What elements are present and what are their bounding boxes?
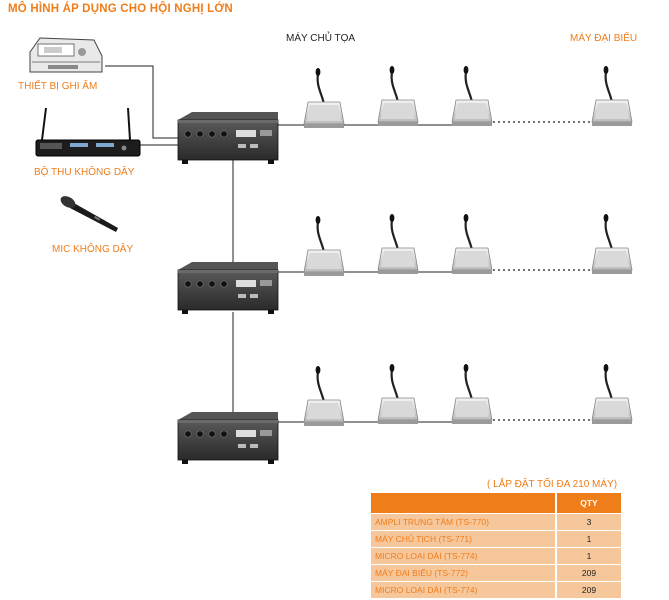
table-header-row: QTY (371, 493, 621, 514)
row-qty: 209 (555, 564, 621, 582)
table-row: MICRO LOẠI DÀI (TS-774) 209 (371, 581, 621, 598)
recorder-device (29, 37, 103, 73)
delegate-unit (450, 64, 494, 128)
row-name: MÁY ĐẠI BIỂU (TS-772) (371, 564, 556, 582)
table-row: AMPLI TRUNG TÂM (TS-770) 3 (371, 513, 621, 531)
central-amplifier-3 (177, 411, 279, 465)
row-name: MICRO LOẠI DÀI (TS-774) (371, 547, 556, 565)
cable-lines (105, 65, 458, 425)
delegate-unit (376, 64, 420, 128)
chairman-unit (302, 66, 346, 130)
receiver-label: BỘ THU KHÔNG DÂY (34, 167, 135, 178)
delegate-unit (590, 64, 634, 128)
table-row: MÁY CHỦ TỊCH (TS-771) 1 (371, 530, 621, 548)
wireless-mic-device (60, 196, 118, 232)
delegate-unit (302, 214, 346, 278)
row-qty: 1 (555, 530, 621, 548)
dotted-continuation-lines (488, 121, 592, 421)
row-qty: 1 (555, 547, 621, 565)
delegate-unit (590, 362, 634, 426)
wireless-receiver-device (35, 107, 141, 157)
delegate-unit (376, 212, 420, 276)
row-name: MICRO LOẠI DÀI (TS-774) (371, 581, 556, 598)
table-header-qty: QTY (555, 493, 621, 514)
delegate-label: MÁY ĐẠI BIỂU (570, 33, 638, 44)
recorder-label: THIẾT BỊ GHI ÂM (18, 81, 98, 92)
delegate-unit (450, 362, 494, 426)
delegate-unit (590, 212, 634, 276)
table-header-name (371, 493, 556, 514)
max-install-note: ( LẮP ĐẶT TỐI ĐA 210 MÁY) (487, 479, 618, 490)
wireless-mic-label: MIC KHÔNG DÂY (52, 244, 134, 255)
central-amplifier-2 (177, 261, 279, 315)
chairman-label: MÁY CHỦ TỌA (286, 33, 356, 44)
delegate-unit (376, 362, 420, 426)
row-name: MÁY CHỦ TỊCH (TS-771) (371, 530, 556, 548)
row-qty: 3 (555, 513, 621, 531)
table-row: MÁY ĐẠI BIỂU (TS-772) 209 (371, 564, 621, 582)
quantity-table: QTY AMPLI TRUNG TÂM (TS-770) 3 MÁY CHỦ T… (371, 493, 621, 598)
row-qty: 209 (555, 581, 621, 598)
central-amplifier-1 (177, 111, 279, 165)
row-name: AMPLI TRUNG TÂM (TS-770) (371, 513, 556, 531)
page-title: MÔ HÌNH ÁP DỤNG CHO HỘI NGHỊ LỚN (8, 3, 233, 15)
table-row: MICRO LOẠI DÀI (TS-774) 1 (371, 547, 621, 565)
delegate-unit (450, 212, 494, 276)
delegate-unit (302, 364, 346, 428)
